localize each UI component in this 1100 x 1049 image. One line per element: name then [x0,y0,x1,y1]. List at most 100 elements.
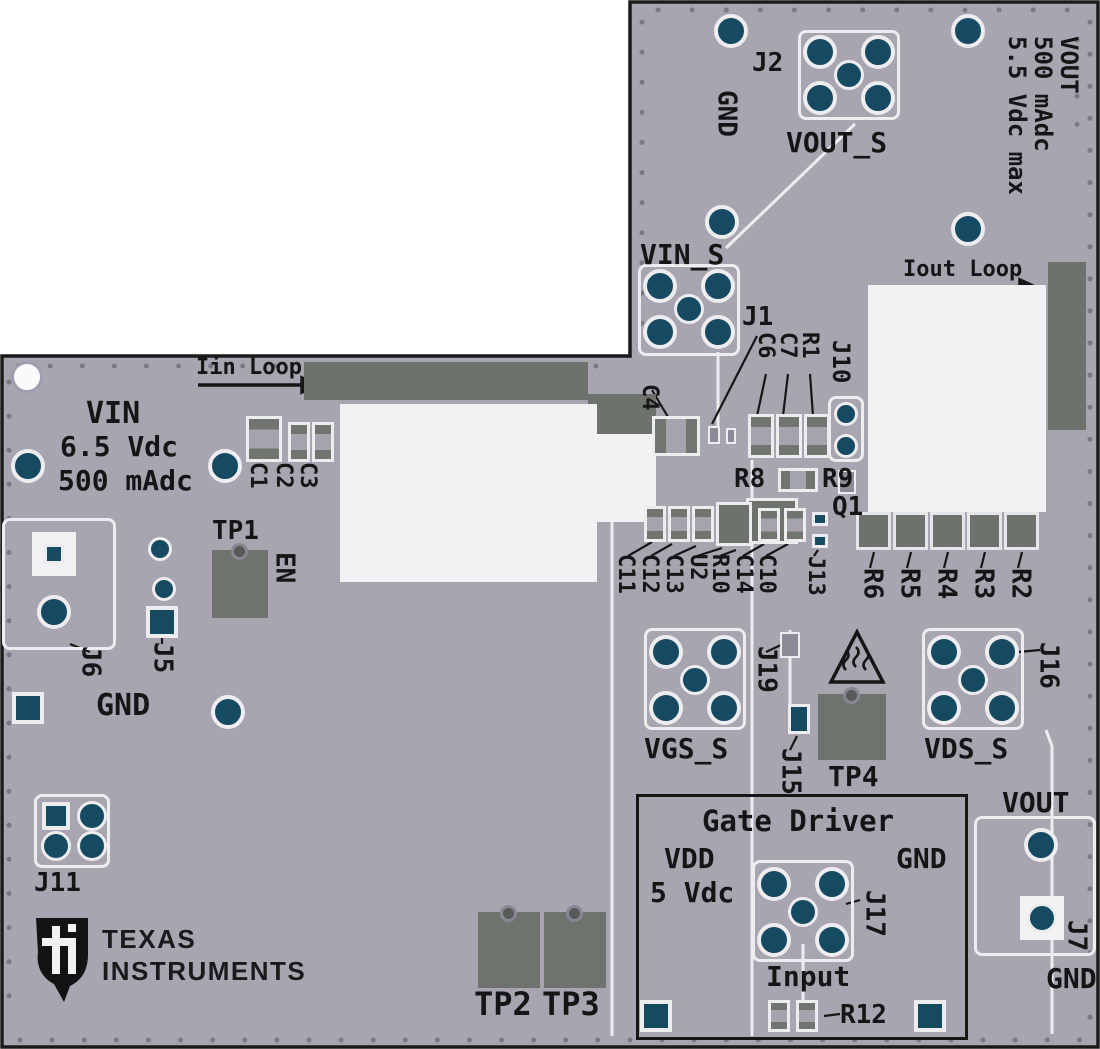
testpoint-tp1-dot [231,543,248,560]
brand-texas: TEXAS [102,924,197,954]
refdes-r2: R2 [1005,568,1036,600]
label-gnd-output: GND [1046,962,1097,995]
j5-pad [146,606,178,638]
through-hole-pad [714,14,748,48]
j17-center-pad [788,897,818,927]
refdes-r6: R6 [857,568,888,600]
refdes-r10: R10 [707,554,733,594]
refdes-j10: J10 [827,340,856,384]
j6-pad [12,692,44,724]
label-vdd-volts: 5 Vdc [650,876,735,909]
through-hole-pad [705,205,739,239]
sense-resistor-r4 [930,512,965,550]
connector-vds-s-outline [922,628,1024,730]
label-vout-max: 5.5 Vdc max [1003,36,1032,195]
refdes-c10: C10 [754,554,780,594]
j2-pad [803,81,837,115]
refdes-j5: J5 [147,642,178,674]
j7-square-pad-hole [1027,903,1057,933]
refdes-r8: R8 [734,464,766,494]
refdes-c4: C4 [637,384,663,411]
refdes-j7: J7 [1061,920,1092,952]
refdes-tp1: TP1 [212,516,259,546]
capacitor-c3 [312,422,334,462]
resistor-r9 [838,470,856,494]
j2-pad [803,35,837,69]
label-en: EN [269,552,300,584]
capacitor-c12 [668,506,690,542]
refdes-j16: J16 [1033,642,1064,689]
testpoint-tp4 [818,694,886,760]
refdes-c6: C6 [753,332,779,359]
label-vin-current: 500 mAdc [58,464,193,497]
j17-pad [815,923,849,957]
capacitor-c2 [288,422,310,462]
capacitor-c6 [748,414,774,458]
connector-j2-outline [798,30,900,120]
vds-s-pad [985,635,1019,669]
refdes-tp3: TP3 [542,985,600,1023]
through-hole-pad [152,577,176,601]
through-hole-pad [951,212,985,246]
j11-pad [41,831,71,861]
j10-pad [834,434,858,458]
component-keepout [868,285,1046,512]
through-hole-pad [951,14,985,48]
resistor-r1 [804,414,830,458]
vgs-s-pad [649,635,683,669]
refdes-c3: C3 [295,462,321,489]
refdes-c1: C1 [245,462,271,489]
vds-s-pad [927,691,961,725]
refdes-r12: R12 [840,1000,887,1030]
capacitor-c11 [644,506,666,542]
vds-s-pad [985,691,1019,725]
vgs-s-pad [649,691,683,725]
vgs-s-pad [707,691,741,725]
small-component [708,426,720,444]
sense-resistor-r2 [1004,512,1039,550]
refdes-j13: J13 [803,556,829,596]
refdes-j11: J11 [34,868,81,898]
refdes-r3: R3 [968,568,999,600]
vds-s-pad [927,635,961,669]
j15-pad [788,704,810,734]
testpoint-tp3 [544,912,606,988]
label-vgs-s: VGS_S [644,732,729,765]
iout-loop-copper-strip [1048,262,1086,430]
vin-s-pad [643,269,677,303]
terminal-square-pad-center [44,544,64,564]
j2-pad [861,35,895,69]
refdes-j2: J2 [752,48,784,78]
j17-pad [757,867,791,901]
vin-s-pad [701,269,735,303]
thermal-warning-icon [828,628,886,684]
sense-resistor-r3 [967,512,1002,550]
label-vin-volts: 6.5 Vdc [60,430,179,463]
gate-driver-section-box [636,794,968,1040]
j11-pin1-pad [42,802,70,830]
j13-pad [812,534,828,548]
testpoint-tp4-dot [843,687,860,704]
capacitor-c4 [652,416,700,456]
label-input: Input [766,960,851,993]
capacitor-c7 [776,414,802,458]
vgs-s-center-pad [680,665,710,695]
refdes-j19: J19 [751,646,782,693]
refdes-c12: C12 [637,554,663,594]
connector-j7-outline [974,816,1096,956]
testpoint-tp1 [212,550,268,618]
testpoint-tp2-dot [500,905,517,922]
resistor-r12 [768,1000,790,1032]
refdes-c13: C13 [661,554,687,594]
ic-u2 [716,502,752,546]
label-gnd-gate: GND [896,842,947,875]
refdes-j17: J17 [859,890,890,937]
capacitor-c13 [692,506,714,542]
j17-pad [815,867,849,901]
label-vds-s: VDS_S [924,732,1009,765]
ti-logo-icon [36,918,88,1002]
j19-pads [780,632,800,658]
j11-pad [77,831,107,861]
resistor-r12-pad [796,1000,818,1032]
